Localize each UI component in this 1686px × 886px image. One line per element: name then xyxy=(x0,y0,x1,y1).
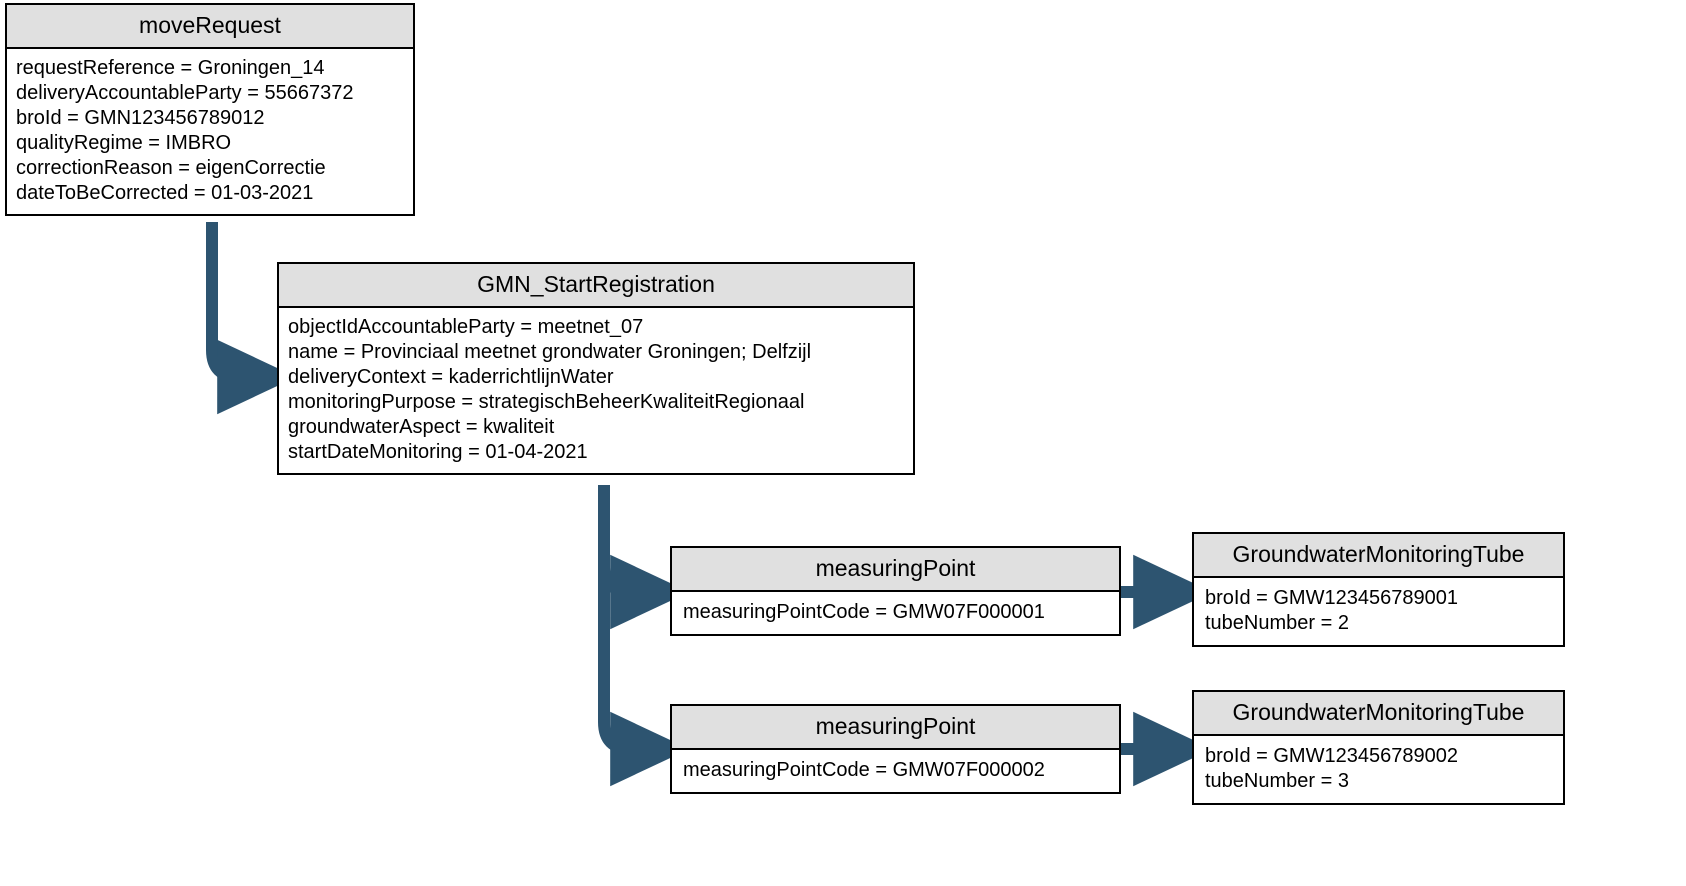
attribute-row: broId = GMW123456789002 xyxy=(1205,745,1458,767)
object-box-tube-2[interactable]: GroundwaterMonitoringTube broId = GMW123… xyxy=(1192,690,1565,805)
attribute-row: correctionReason = eigenCorrectie xyxy=(16,157,326,179)
attribute-row: requestReference = Groningen_14 xyxy=(16,57,325,79)
object-box-title: measuringPoint xyxy=(672,548,1119,592)
attribute-row: deliveryAccountableParty = 55667372 xyxy=(16,82,354,104)
attribute-row: objectIdAccountableParty = meetnet_07 xyxy=(288,316,644,338)
object-box-title: GroundwaterMonitoringTube xyxy=(1194,534,1563,578)
attribute-row: deliveryContext = kaderrichtlijnWater xyxy=(288,366,614,388)
connector-registration-to-measuringpoint-2 xyxy=(598,485,690,787)
attribute-row: broId = GMN123456789012 xyxy=(16,107,265,129)
object-box-measuring-point-2[interactable]: measuringPoint measuringPointCode = GMW0… xyxy=(670,704,1121,794)
object-box-title: GroundwaterMonitoringTube xyxy=(1194,692,1563,736)
object-box-move-request[interactable]: moveRequest requestReference = Groningen… xyxy=(5,3,415,216)
attribute-row: tubeNumber = 3 xyxy=(1205,770,1349,792)
attribute-row: tubeNumber = 2 xyxy=(1205,612,1349,634)
object-box-measuring-point-1[interactable]: measuringPoint measuringPointCode = GMW0… xyxy=(670,546,1121,636)
object-box-attributes: broId = GMW123456789001 tubeNumber = 2 xyxy=(1194,578,1563,645)
attribute-row: startDateMonitoring = 01-04-2021 xyxy=(288,441,588,463)
attribute-row: measuringPointCode = GMW07F000001 xyxy=(683,601,1045,623)
attribute-row: broId = GMW123456789001 xyxy=(1205,587,1458,609)
object-box-tube-1[interactable]: GroundwaterMonitoringTube broId = GMW123… xyxy=(1192,532,1565,647)
object-box-title: measuringPoint xyxy=(672,706,1119,750)
attribute-row: monitoringPurpose = strategischBeheerKwa… xyxy=(288,391,805,413)
connector-registration-to-measuringpoint-1 xyxy=(598,485,690,630)
attribute-row: groundwaterAspect = kwaliteit xyxy=(288,416,555,438)
object-box-attributes: requestReference = Groningen_14 delivery… xyxy=(7,49,413,214)
object-box-attributes: broId = GMW123456789002 tubeNumber = 3 xyxy=(1194,736,1563,803)
object-box-title: GMN_StartRegistration xyxy=(279,264,913,308)
attribute-row: name = Provinciaal meetnet grondwater Gr… xyxy=(288,341,812,363)
connector-move-to-registration xyxy=(206,222,297,415)
object-box-attributes: measuringPointCode = GMW07F000002 xyxy=(672,750,1119,792)
object-box-title: moveRequest xyxy=(7,5,413,49)
attribute-row: measuringPointCode = GMW07F000002 xyxy=(683,759,1045,781)
attribute-row: qualityRegime = IMBRO xyxy=(16,132,232,154)
attribute-row: dateToBeCorrected = 01-03-2021 xyxy=(16,182,314,204)
object-box-attributes: measuringPointCode = GMW07F000001 xyxy=(672,592,1119,634)
object-box-gmn-start-registration[interactable]: GMN_StartRegistration objectIdAccountabl… xyxy=(277,262,915,475)
object-box-attributes: objectIdAccountableParty = meetnet_07 na… xyxy=(279,308,913,473)
